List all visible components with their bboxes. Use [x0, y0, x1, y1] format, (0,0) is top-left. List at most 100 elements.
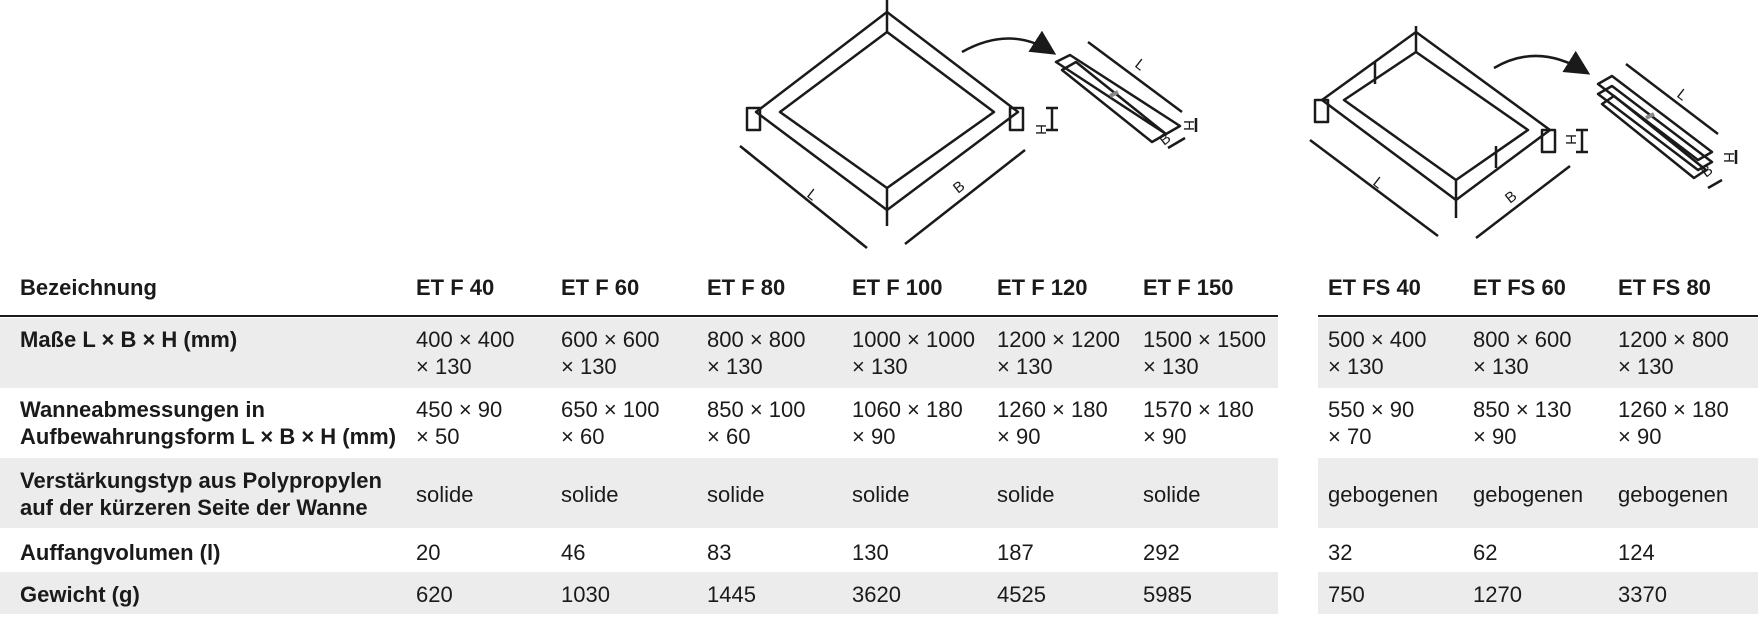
cell-value: × 130	[707, 354, 763, 379]
dim-label-B-fold-right: B	[1698, 162, 1716, 182]
table-row: Auffangvolumen (l) 20 46 83 130 187 292 …	[0, 539, 1758, 569]
dim-label-B-left: B	[950, 178, 968, 198]
row-band	[0, 318, 1278, 388]
cell-value: 850 × 100	[707, 397, 806, 422]
dim-label-L-left: L	[804, 186, 821, 205]
cell-value: × 70	[1328, 424, 1372, 449]
cell-value: gebogenen	[1473, 482, 1584, 507]
cell-value: 650 × 100	[561, 397, 660, 422]
header-model: ET F 120	[997, 275, 1088, 300]
cell-value: solide	[1143, 482, 1201, 507]
cell-value: 1260 × 180	[1618, 397, 1729, 422]
cell-value: 3370	[1618, 582, 1667, 607]
cell-value: 1570 × 180	[1143, 397, 1254, 422]
header-model: ET F 40	[416, 275, 495, 300]
row-label: Verstärkungstyp aus Polypropylen	[20, 468, 382, 493]
dim-label-H-fold-right: H	[1720, 152, 1737, 163]
cell-value: 83	[707, 540, 732, 565]
cell-value: 32	[1328, 540, 1353, 565]
header-model: ET F 100	[852, 275, 943, 300]
cell-value: 400 × 400	[416, 327, 515, 352]
row-band	[1318, 318, 1758, 388]
cell-value: gebogenen	[1618, 482, 1729, 507]
cell-value: × 90	[1473, 424, 1517, 449]
dim-label-L-fold-left: L	[1132, 56, 1149, 75]
header-model: ET F 150	[1143, 275, 1234, 300]
cell-value: × 60	[561, 424, 605, 449]
cell-value: gebogenen	[1328, 482, 1439, 507]
cell-value: 1260 × 180	[997, 397, 1108, 422]
cell-value: 1200 × 1200	[997, 327, 1120, 352]
cell-value: 1445	[707, 582, 756, 607]
cell-value: 850 × 130	[1473, 397, 1572, 422]
cell-value: 600 × 600	[561, 327, 660, 352]
table-row: Gewicht (g) 620 1030 1445 3620 4525 5985…	[0, 581, 1758, 611]
row-label: Gewicht (g)	[20, 582, 140, 607]
row-band	[1318, 458, 1758, 528]
cell-value: solide	[997, 482, 1055, 507]
header-rule-left	[0, 315, 1278, 317]
row-label: Maße L × B × H (mm)	[20, 327, 238, 352]
header-model: ET FS 60	[1473, 275, 1566, 300]
dim-label-B-right: B	[1502, 188, 1520, 208]
cell-value: 62	[1473, 540, 1498, 565]
cell-value: solide	[561, 482, 619, 507]
cell-value: 800 × 600	[1473, 327, 1572, 352]
cell-value: 4525	[997, 582, 1046, 607]
cell-value: × 130	[1143, 354, 1199, 379]
cell-value: × 130	[1473, 354, 1529, 379]
header-model: ET F 80	[707, 275, 786, 300]
cell-value: × 90	[997, 424, 1041, 449]
cell-value: × 130	[1328, 354, 1384, 379]
table-row: Wanneabmessungen in Aufbewahrungsform L …	[0, 396, 1758, 456]
cell-value: × 60	[707, 424, 751, 449]
row-label: auf der kürzeren Seite der Wanne	[20, 495, 368, 520]
cell-value: 500 × 400	[1328, 327, 1427, 352]
row-label: Aufbewahrungsform L × B × H (mm)	[20, 424, 397, 449]
tray-diagram: L B H L B H L B H L B H	[739, 0, 1738, 249]
cell-value: 46	[561, 540, 586, 565]
cell-value: 1270	[1473, 582, 1522, 607]
table-row: Verstärkungstyp aus Polypropylen auf der…	[0, 467, 1758, 527]
cell-value: × 130	[997, 354, 1053, 379]
row-band	[1318, 572, 1758, 614]
dim-label-H-right: H	[1562, 134, 1579, 145]
cell-value: × 90	[852, 424, 896, 449]
cell-value: 20	[416, 540, 441, 565]
row-band	[0, 458, 1278, 528]
cell-value: 750	[1328, 582, 1365, 607]
cell-value: 187	[997, 540, 1034, 565]
cell-value: 3620	[852, 582, 901, 607]
header-model: ET FS 80	[1618, 275, 1711, 300]
row-label: Wanneabmessungen in	[20, 397, 265, 422]
table-header-row: Bezeichnung ET F 40 ET F 60 ET F 80 ET F…	[0, 270, 1758, 306]
cell-value: 5985	[1143, 582, 1192, 607]
cell-value: 130	[852, 540, 889, 565]
header-model: ET FS 40	[1328, 275, 1421, 300]
cell-value: 1060 × 180	[852, 397, 963, 422]
cell-value: 450 × 90	[416, 397, 503, 422]
header-model: ET F 60	[561, 275, 640, 300]
cell-value: × 130	[561, 354, 617, 379]
row-label: Auffangvolumen (l)	[20, 540, 221, 565]
cell-value: solide	[707, 482, 765, 507]
header-rule-right	[1318, 315, 1758, 317]
table-row: Maße L × B × H (mm) 400 × 400 × 130 600 …	[0, 326, 1758, 386]
cell-value: 800 × 800	[707, 327, 806, 352]
row-band	[0, 572, 1278, 614]
square-tray-drawing	[739, 0, 1198, 249]
dim-label-L-right: L	[1370, 174, 1387, 193]
cell-value: 1000 × 1000	[852, 327, 975, 352]
cell-value: solide	[852, 482, 910, 507]
cell-value: × 90	[1143, 424, 1187, 449]
cell-value: 1200 × 800	[1618, 327, 1729, 352]
rect-tray-drawing	[1309, 26, 1738, 239]
cell-value: 1030	[561, 582, 610, 607]
cell-value: × 90	[1618, 424, 1662, 449]
cell-value: × 50	[416, 424, 460, 449]
cell-value: 1500 × 1500	[1143, 327, 1266, 352]
cell-value: × 130	[852, 354, 908, 379]
cell-value: 292	[1143, 540, 1180, 565]
cell-value: × 130	[1618, 354, 1674, 379]
cell-value: × 130	[416, 354, 472, 379]
